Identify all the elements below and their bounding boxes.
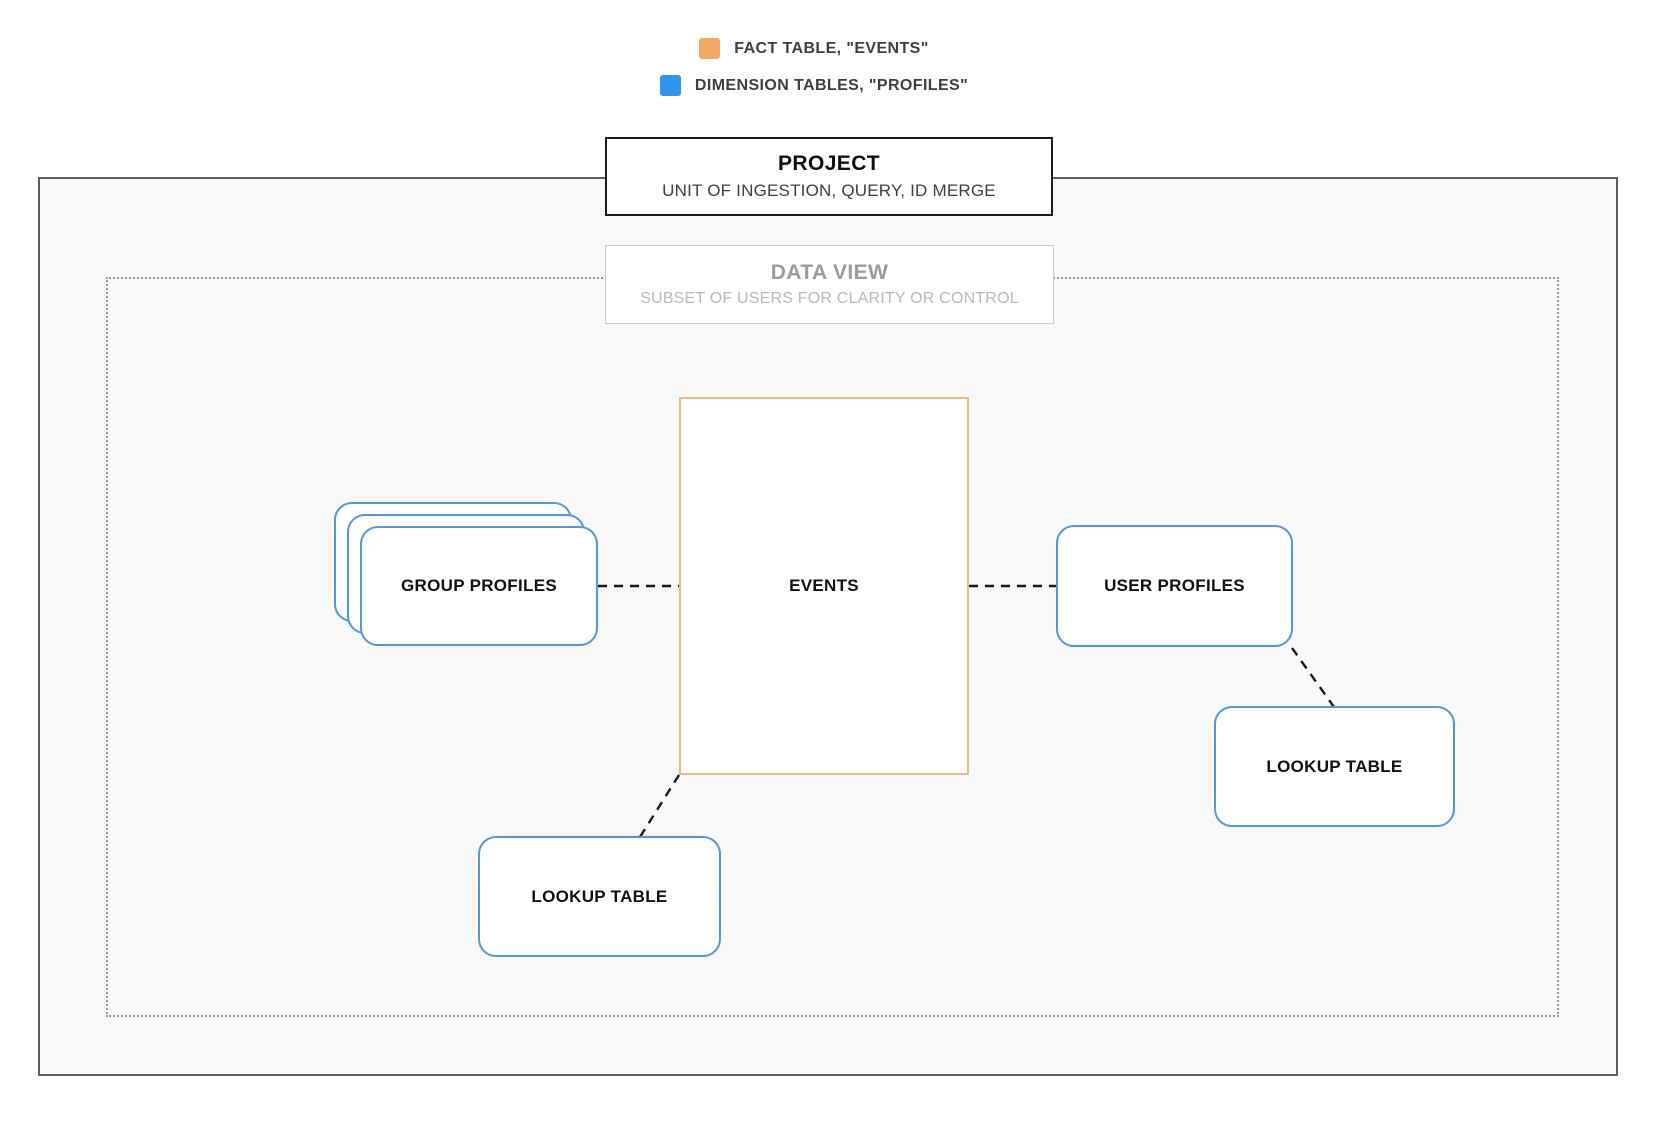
project-subtitle: UNIT OF INGESTION, QUERY, ID MERGE [662,181,996,200]
legend-item-label: DIMENSION TABLES, "PROFILES" [694,76,969,94]
node-group-profiles-label: GROUP PROFILES [401,576,557,595]
legend: FACT TABLE, "EVENTS" DIMENSION TABLES, "… [0,38,1646,96]
dimension-tables-color-swatch [659,75,681,96]
project-header-box: PROJECT UNIT OF INGESTION, QUERY, ID MER… [605,137,1053,216]
node-events-label: EVENTS [789,576,859,595]
legend-item-dimension-tables: DIMENSION TABLES, "PROFILES" [659,75,969,96]
node-lookup-table-right-label: LOOKUP TABLE [1266,756,1403,776]
node-lookup-table-bottom: LOOKUP TABLE [478,836,721,957]
node-events: EVENTS [679,397,969,775]
node-lookup-table-bottom-label: LOOKUP TABLE [531,886,668,906]
node-group-profiles: GROUP PROFILES [334,502,600,648]
node-user-profiles-label: USER PROFILES [1104,576,1245,595]
data-view-header-box: DATA VIEW SUBSET OF USERS FOR CLARITY OR… [605,245,1054,324]
node-user-profiles: USER PROFILES [1056,525,1293,647]
group-profiles-stack-card: GROUP PROFILES [360,526,598,646]
data-view-subtitle: SUBSET OF USERS FOR CLARITY OR CONTROL [640,290,1019,307]
legend-item-label: FACT TABLE, "EVENTS" [734,39,929,57]
data-view-title: DATA VIEW [770,261,889,284]
project-title: PROJECT [778,152,880,175]
fact-table-color-swatch [699,38,721,59]
legend-item-fact-table: FACT TABLE, "EVENTS" [699,38,928,59]
node-lookup-table-right: LOOKUP TABLE [1214,706,1455,827]
